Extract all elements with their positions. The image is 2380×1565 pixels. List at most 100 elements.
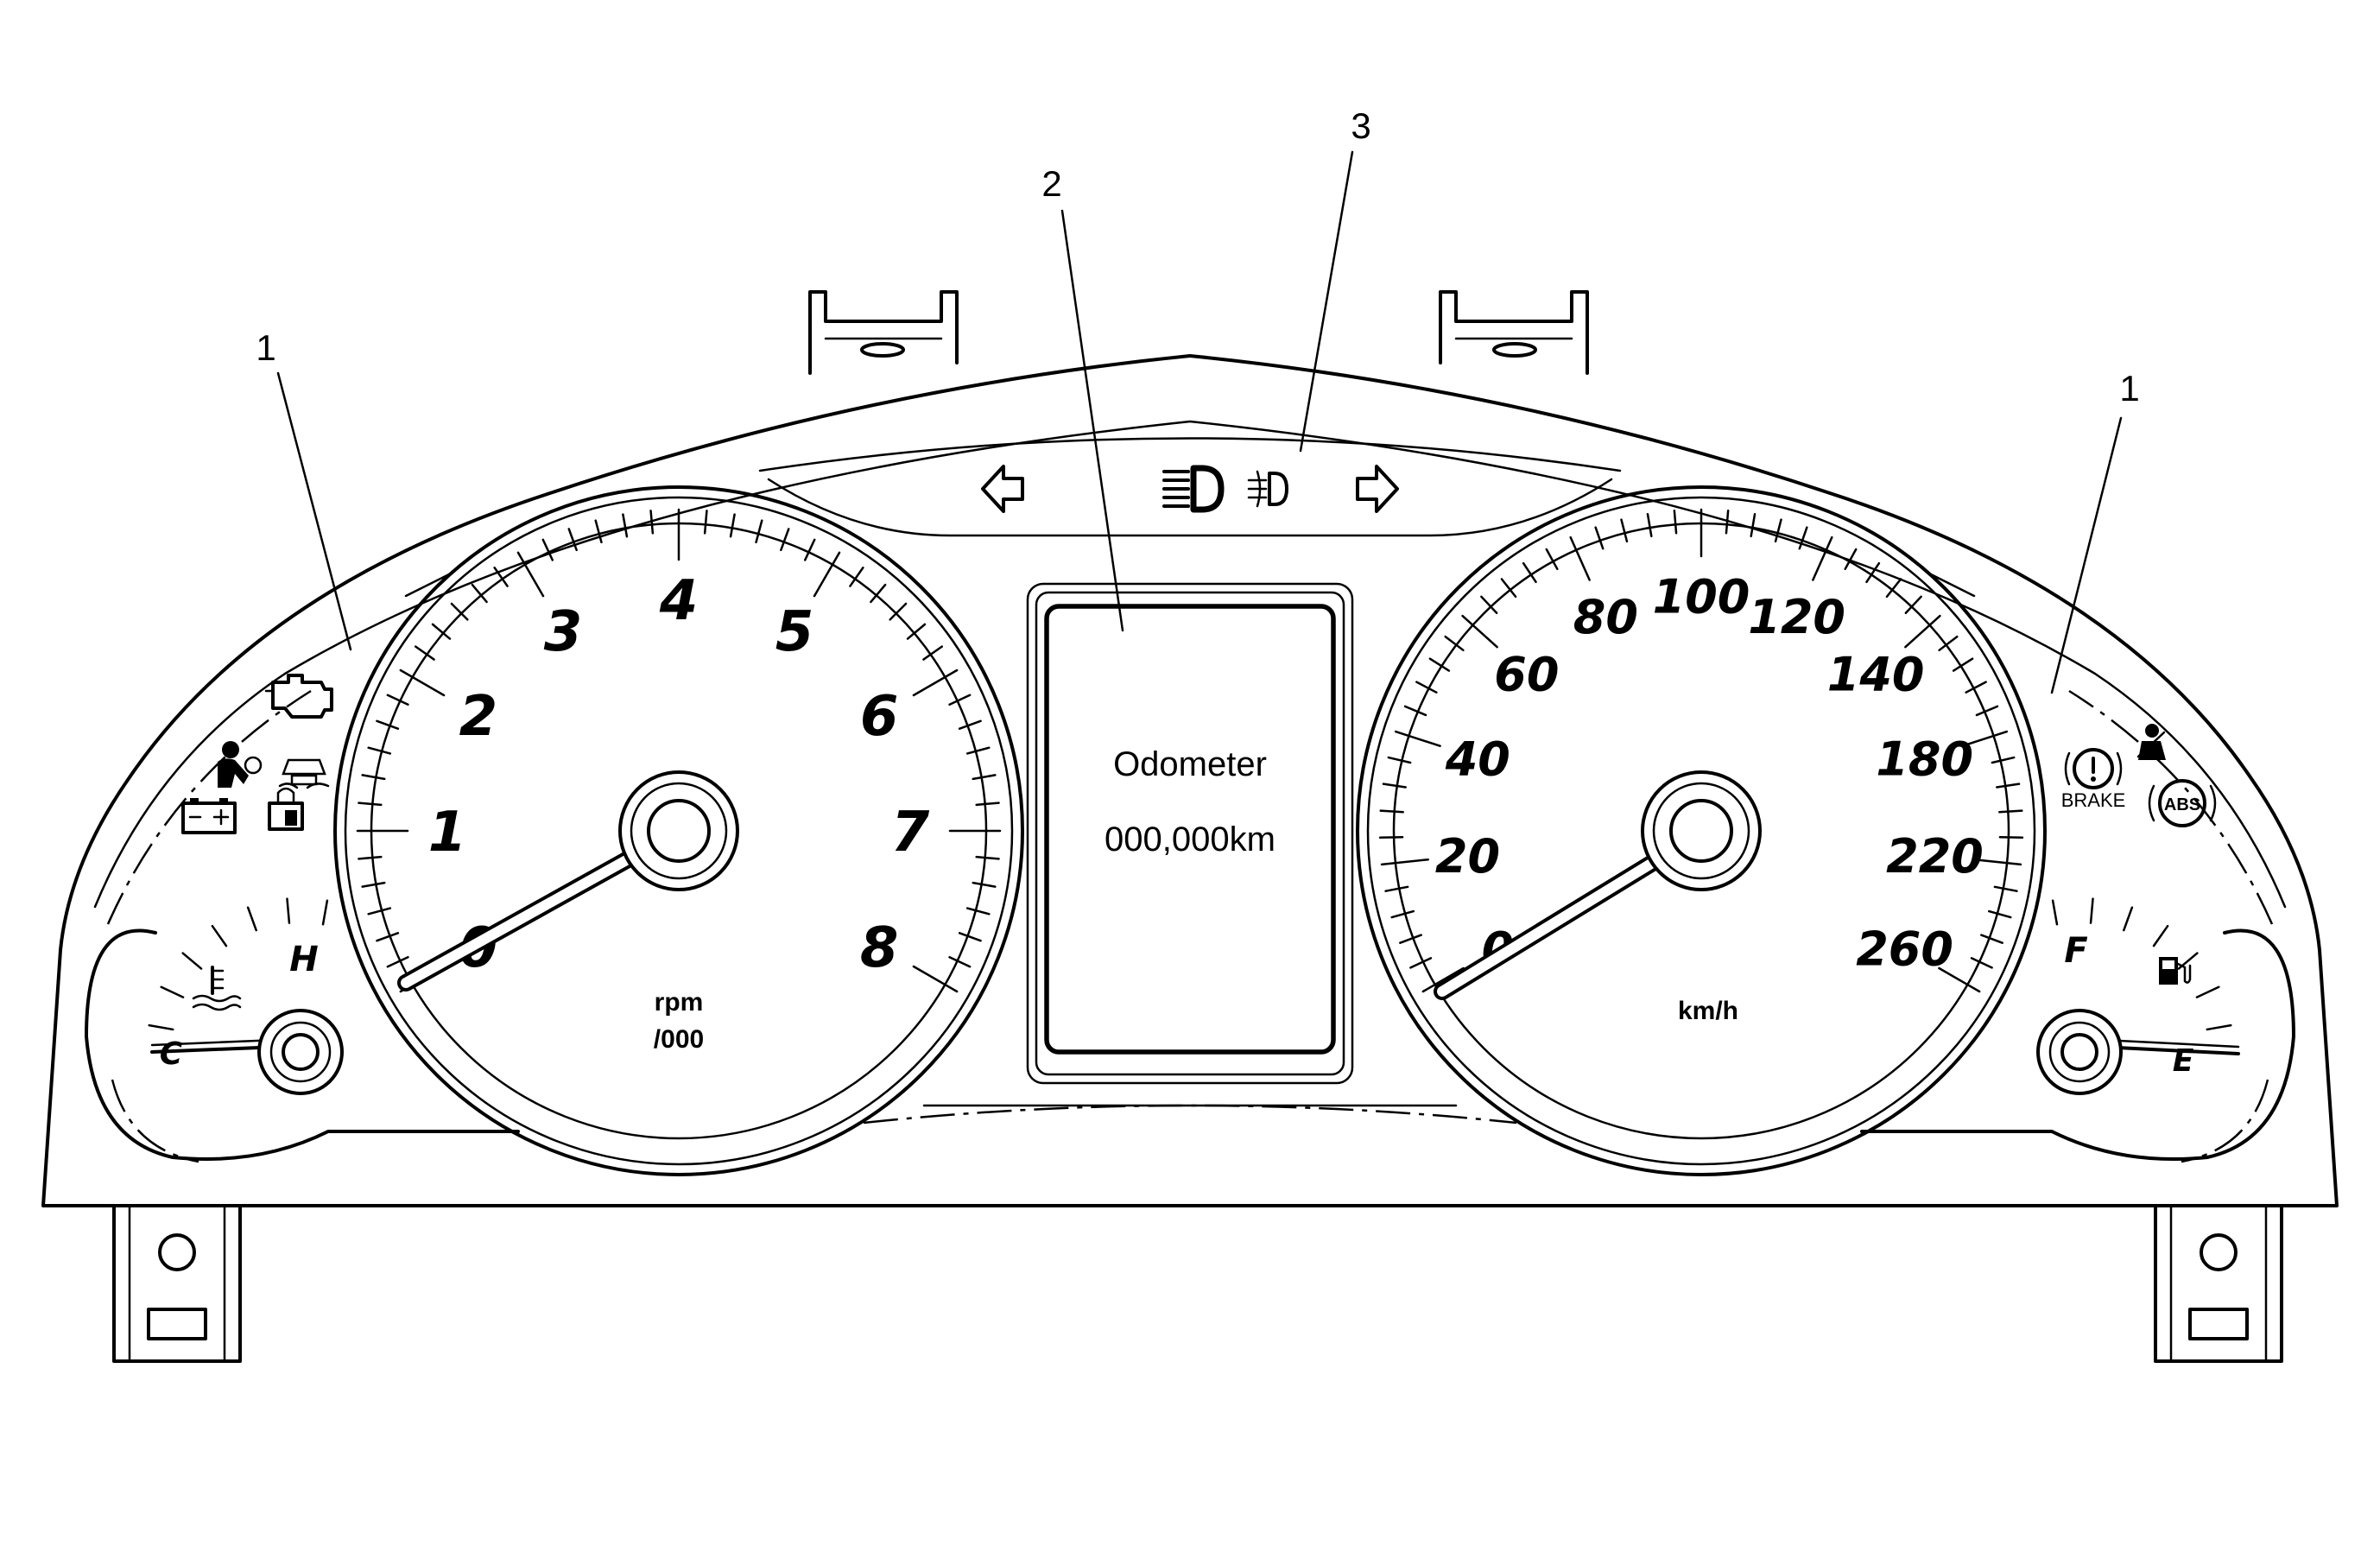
tachometer-minor-tick [870, 583, 887, 604]
fuel-needle [2098, 1045, 2240, 1055]
callout-3-number: 3 [1351, 105, 1370, 146]
tachometer-minor-tick [972, 881, 997, 888]
tachometer-minor-tick [780, 528, 790, 552]
tachometer-minor-tick [906, 623, 927, 640]
speedometer-number-220: 220 [1886, 829, 1984, 884]
speedometer-major-tick [1973, 858, 2022, 866]
tachometer-minor-tick [367, 907, 392, 916]
bottom-mounting-tab-left [112, 1204, 242, 1363]
tachometer-minor-tick [622, 513, 629, 538]
speedometer-minor-tick [1904, 595, 1922, 615]
speedometer-minor-tick [1980, 934, 2003, 944]
tachometer-minor-tick [975, 855, 1000, 860]
odometer-display: Odometer 000,000km [1026, 582, 1354, 1085]
odometer-value: 000,000km [1105, 821, 1275, 859]
tachometer-minor-tick [755, 519, 763, 544]
speedometer-minor-tick [1620, 518, 1629, 543]
tachometer-minor-tick [958, 932, 982, 942]
speedometer-minor-tick [1938, 635, 1959, 652]
tachometer-minor-tick [649, 510, 655, 535]
speedometer-major-tick [1380, 858, 1429, 866]
fuel-gauge-minor-tick [2206, 1023, 2232, 1031]
callout-1-right: 1 [2050, 368, 2140, 694]
fuel-empty-label: E [2173, 1043, 2194, 1079]
top-mounting-tab-left [808, 290, 959, 375]
tachometer-major-tick [912, 668, 959, 697]
coolant-temperature-icon [192, 966, 242, 1011]
tachometer-number-7: 7 [891, 801, 930, 865]
tachometer-number-4: 4 [659, 569, 699, 633]
speedometer-minor-tick [1975, 705, 1999, 717]
top-mounting-tab-right [1439, 290, 1589, 375]
tachometer-minor-tick [948, 694, 972, 706]
fuel-gauge: F E [2036, 897, 2240, 1095]
speedometer-minor-tick [1387, 756, 1412, 764]
callout-1-right-number: 1 [2119, 368, 2139, 409]
tachometer-minor-tick [431, 623, 452, 640]
speedometer-minor-tick [1725, 510, 1730, 535]
tachometer-minor-tick [729, 513, 736, 538]
tachometer-minor-tick [471, 583, 488, 604]
speedometer-minor-tick [1991, 756, 2016, 764]
tachometer-major-tick [813, 551, 841, 598]
fuel-gauge-minor-tick [2195, 985, 2220, 998]
tachometer-minor-tick [367, 746, 392, 755]
speedometer-number-180: 180 [1876, 732, 1973, 786]
tachometer-unit-rpm: rpm [655, 988, 704, 1017]
speedometer-minor-tick [1998, 835, 2024, 840]
callout-1-left: 1 [256, 327, 352, 651]
turn-left-arrow-icon [981, 465, 1024, 513]
callout-1-left-number: 1 [256, 327, 275, 368]
tachometer-minor-tick [541, 538, 554, 561]
temperature-gauge-minor-tick [148, 1023, 174, 1031]
fuel-gauge-minor-tick [2051, 899, 2059, 926]
speedometer-minor-tick [1885, 578, 1902, 599]
temperature-low-label: C [160, 1036, 183, 1072]
tachometer-minor-tick [965, 746, 991, 755]
speedometer-major-tick [1394, 730, 1441, 747]
check-engine-icon [264, 674, 333, 719]
tachometer-number-8: 8 [860, 916, 899, 980]
tachometer-minor-tick [376, 719, 400, 730]
headlight-icon [1162, 465, 1225, 513]
temperature-gauge-minor-tick [160, 985, 185, 998]
tachometer-minor-tick [972, 774, 997, 781]
speedometer-minor-tick [1444, 635, 1465, 652]
tachometer-minor-tick [594, 519, 603, 544]
tachometer-major-tick [912, 965, 959, 993]
tachometer-number-2: 2 [459, 685, 498, 749]
speedometer-minor-tick [1409, 957, 1433, 969]
tachometer-number-5: 5 [775, 600, 814, 664]
abs-label: ABS [2164, 795, 2200, 814]
speedometer-number-260: 260 [1856, 922, 1953, 976]
tachometer-minor-tick [376, 932, 400, 942]
speedometer-minor-tick [1865, 561, 1881, 584]
brake-label: BRAKE [2061, 789, 2126, 811]
airbag-icon [218, 741, 263, 788]
speedometer-minor-tick [1646, 512, 1653, 538]
speedometer-number-140: 140 [1827, 647, 1925, 701]
speedometer-major-tick [1421, 966, 1465, 993]
speedometer-major-tick [1461, 614, 1498, 649]
speedometer-number-20: 20 [1435, 829, 1500, 884]
battery-icon [181, 798, 237, 834]
odometer-label: Odometer [1113, 745, 1267, 783]
speedometer-minor-tick [1390, 909, 1415, 919]
speedometer-minor-tick [1500, 578, 1517, 599]
tachometer-number-6: 6 [860, 685, 899, 749]
tachometer-minor-tick [567, 528, 578, 552]
tachometer-number-3: 3 [544, 600, 583, 664]
speedometer-minor-tick [1522, 561, 1537, 584]
speedometer-minor-tick [1970, 957, 1993, 969]
fuel-gauge-minor-tick [2089, 897, 2094, 924]
speedometer-minor-tick [1750, 512, 1757, 538]
tachometer-minor-tick [450, 602, 469, 621]
temperature-gauge: H C [148, 897, 344, 1095]
tachometer-number-1: 1 [428, 801, 467, 865]
speedometer-number-80: 80 [1573, 590, 1638, 644]
speedometer-minor-tick [1378, 835, 1404, 840]
speedometer-minor-tick [1844, 548, 1858, 571]
